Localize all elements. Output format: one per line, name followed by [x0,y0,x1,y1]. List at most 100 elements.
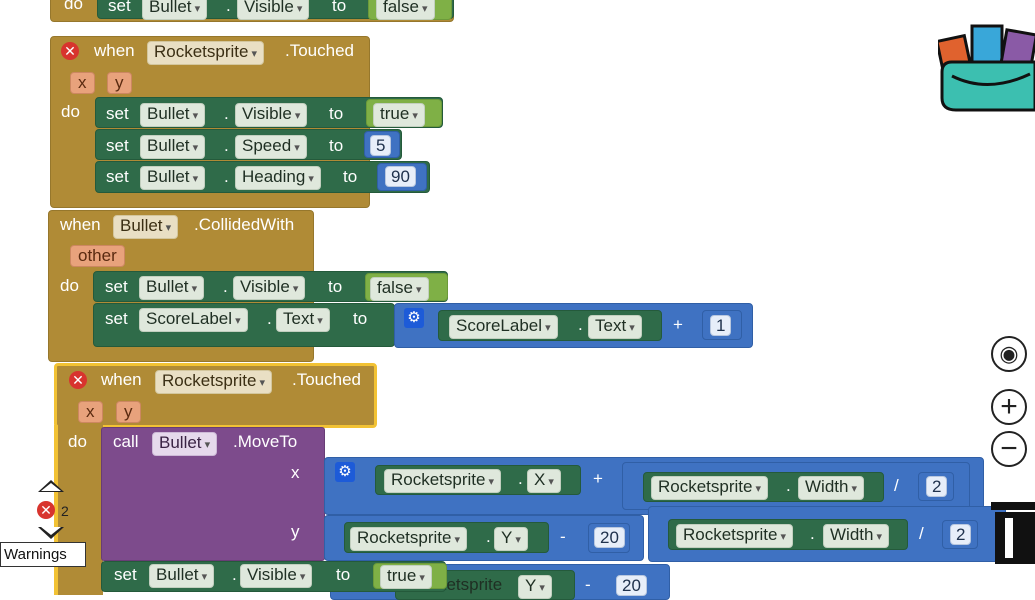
arg-y-label: y [291,522,300,541]
minus-operator: - [560,527,566,546]
warnings-toggle-button[interactable]: Warnings [0,542,86,567]
property-dropdown[interactable]: Text [588,315,642,339]
when-label: when [101,370,142,389]
event-block-body-strip [54,425,58,595]
param-x[interactable]: x [78,401,103,423]
number-value[interactable]: 20 [616,575,647,596]
component-dropdown[interactable]: Rocketsprite [384,469,502,493]
param-x[interactable]: x [70,72,95,94]
dot-label: . [226,0,231,15]
set-label: set [106,167,129,186]
zoom-in-icon[interactable]: + [991,389,1027,425]
boolean-dropdown[interactable]: false [376,0,435,20]
method-name: .MoveTo [233,432,298,451]
dot-label: . [224,136,229,155]
param-y[interactable]: y [116,401,141,423]
component-dropdown[interactable]: ScoreLabel [449,315,558,339]
property-dropdown[interactable]: X [527,469,561,493]
to-label: to [343,167,358,186]
property-dropdown[interactable]: Y [518,575,552,599]
set-label: set [106,136,129,155]
dot-label: . [810,524,815,543]
dot-label: . [223,277,228,296]
dot-label: . [267,309,272,328]
number-value[interactable]: 20 [594,527,625,548]
dot-label: . [518,469,523,488]
property-dropdown[interactable]: Text [276,308,330,332]
event-name: .Touched [285,41,354,60]
property-dropdown[interactable]: Heading [235,166,321,190]
dot-label: . [224,104,229,123]
call-label: call [113,432,139,451]
recenter-icon[interactable]: ◉ [991,336,1027,372]
component-dropdown[interactable]: Rocketsprite [350,527,468,551]
component-dropdown[interactable]: Bullet [139,276,205,300]
property-dropdown[interactable]: Visible [240,564,313,588]
mutator-gear-icon[interactable]: ⚙ [335,462,355,482]
backpack-icon[interactable] [935,14,1035,114]
when-label: when [94,41,135,60]
dot-label: . [578,315,583,334]
param-y[interactable]: y [107,72,132,94]
dot-label: . [486,527,491,546]
component-dropdown[interactable]: Rocketsprite [155,370,273,394]
component-dropdown[interactable]: Bullet [152,432,218,456]
component-dropdown[interactable]: Bullet [140,166,206,190]
number-value[interactable]: 90 [385,166,416,187]
to-label: to [332,0,347,15]
property-dropdown[interactable]: Y [494,527,528,551]
number-value[interactable]: 1 [710,315,732,336]
set-label: set [105,309,128,328]
divide-operator: / [919,524,924,543]
set-label: set [106,104,129,123]
component-dropdown[interactable]: Rocketsprite [651,476,769,500]
when-label: when [60,215,101,234]
property-dropdown[interactable]: Visible [233,276,306,300]
component-dropdown[interactable]: ScoreLabel [139,308,248,332]
trash-graphic [991,502,1035,564]
boolean-dropdown[interactable]: false [370,277,429,301]
set-label: set [108,0,131,15]
event-name: .CollidedWith [194,215,295,234]
error-icon[interactable]: ✕ [61,42,79,60]
do-label: do [61,102,80,121]
component-dropdown[interactable]: Bullet [140,103,206,127]
do-label: do [64,0,83,13]
property-dropdown[interactable]: Visible [235,103,308,127]
to-label: to [329,136,344,155]
property-dropdown[interactable]: Width [823,524,890,548]
property-dropdown[interactable]: Width [798,476,865,500]
number-value[interactable]: 2 [950,524,972,545]
component-dropdown[interactable]: Rocketsprite [676,524,794,548]
component-dropdown[interactable]: Bullet [140,135,206,159]
dot-label: . [232,565,237,584]
divide-operator: / [894,476,899,495]
warning-nav-down-inner [41,527,61,535]
property-dropdown[interactable]: Visible [237,0,310,20]
number-value[interactable]: 2 [926,476,948,497]
component-dropdown[interactable]: Bullet [149,564,215,588]
backpack-graphic [935,24,1035,112]
plus-operator: + [673,315,683,334]
zoom-out-icon[interactable]: − [991,431,1027,467]
event-name: .Touched [292,370,361,389]
param-other[interactable]: other [70,245,125,267]
to-label: to [336,565,351,584]
trash-icon[interactable] [983,500,1035,566]
property-dropdown[interactable]: Speed [235,135,307,159]
arg-x-label: x [291,463,300,482]
dot-label: . [224,167,229,186]
to-label: to [328,277,343,296]
component-dropdown[interactable]: Bullet [142,0,208,20]
boolean-dropdown[interactable]: true [380,565,432,589]
mutator-gear-icon[interactable]: ⚙ [404,308,424,328]
error-icon[interactable]: ✕ [69,371,87,389]
number-value[interactable]: 5 [370,135,392,156]
warning-nav-up-inner [41,483,61,491]
do-label: do [68,432,87,451]
component-dropdown[interactable]: Bullet [113,215,179,239]
set-label: set [105,277,128,296]
component-dropdown[interactable]: Rocketsprite [147,41,265,65]
boolean-dropdown[interactable]: true [373,103,425,127]
do-label: do [60,276,79,295]
